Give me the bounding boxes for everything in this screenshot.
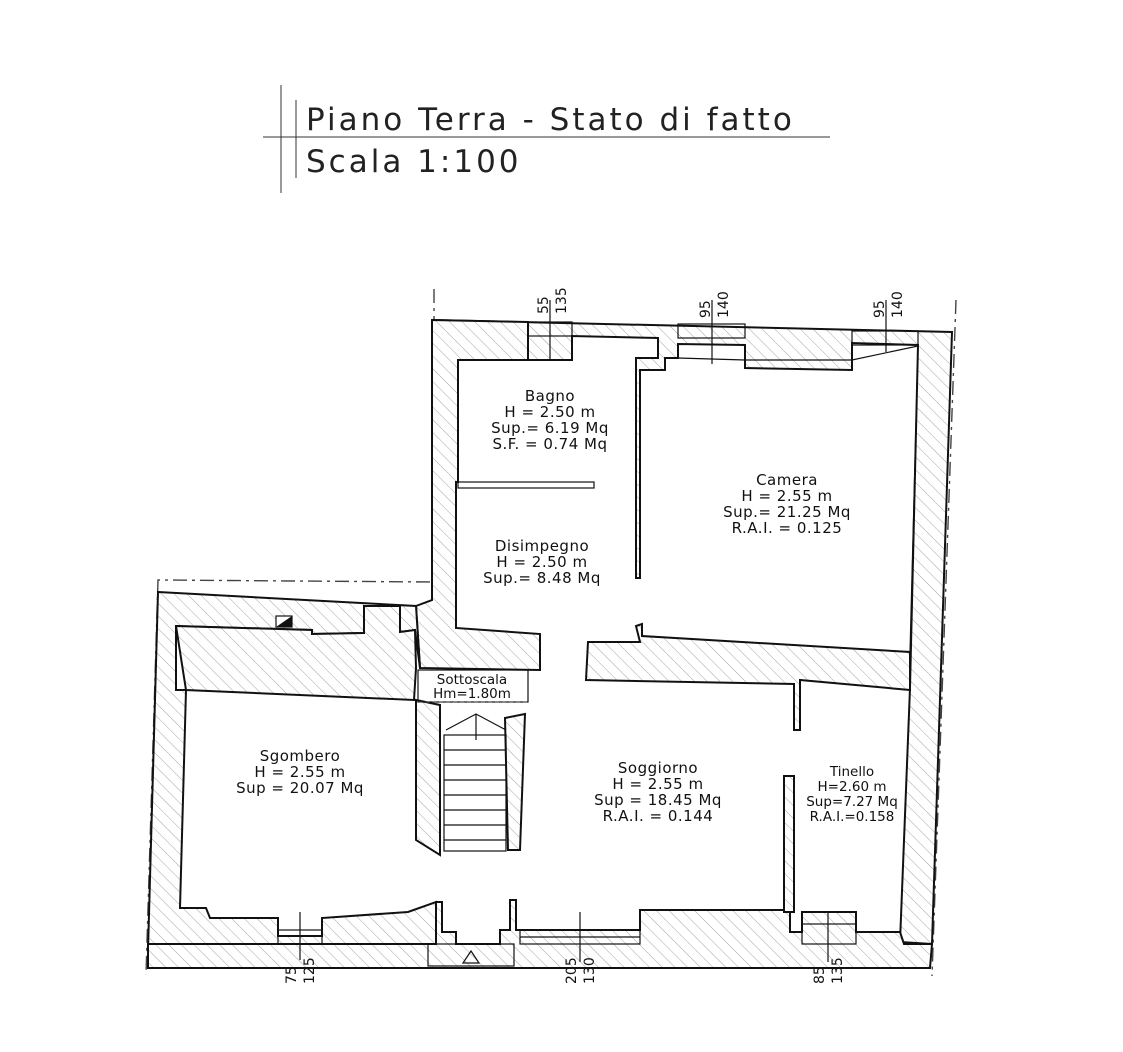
room-name: Tinello bbox=[829, 764, 874, 780]
room-name: Sottoscala bbox=[437, 672, 507, 688]
dim-camera-right-b: 140 bbox=[890, 291, 906, 318]
room-soggiorno-label: Soggiorno H = 2.55 m Sup = 18.45 Mq R.A.… bbox=[594, 759, 722, 825]
room-area: Sup.= 8.48 Mq bbox=[483, 569, 601, 587]
room-bagno-label: Bagno H = 2.50 m Sup.= 6.19 Mq S.F. = 0.… bbox=[491, 387, 609, 453]
dim-camera-left-b: 140 bbox=[716, 291, 732, 318]
room-name: Camera bbox=[756, 471, 818, 489]
dim-sgombero-a: 75 bbox=[284, 966, 300, 984]
dim-tinello-b: 135 bbox=[830, 957, 846, 984]
plan-scale: Scala 1:100 bbox=[306, 144, 522, 180]
room-extra: R.A.I. = 0.125 bbox=[732, 519, 843, 537]
room-height: H = 2.50 m bbox=[504, 403, 595, 421]
outer-walls bbox=[146, 318, 954, 969]
room-area: Sup.= 21.25 Mq bbox=[723, 503, 851, 521]
room-height: H = 2.55 m bbox=[741, 487, 832, 505]
room-area: Sup.= 6.19 Mq bbox=[491, 419, 609, 437]
dim-camera-left-a: 95 bbox=[698, 300, 714, 318]
room-height: H = 2.55 m bbox=[612, 775, 703, 793]
dim-sgombero-b: 125 bbox=[302, 957, 318, 984]
room-height: H = 2.50 m bbox=[496, 553, 587, 571]
room-area: Sup=7.27 Mq bbox=[806, 794, 898, 810]
room-area: Sup = 20.07 Mq bbox=[236, 779, 364, 797]
dim-soggiorno-a: 205 bbox=[564, 957, 580, 984]
room-area: Sup = 18.45 Mq bbox=[594, 791, 722, 809]
room-tinello-label: Tinello H=2.60 m Sup=7.27 Mq R.A.I.=0.15… bbox=[806, 764, 898, 825]
room-sottoscala-label: Sottoscala Hm=1.80m bbox=[433, 672, 511, 702]
room-sgombero-label: Sgombero H = 2.55 m Sup = 20.07 Mq bbox=[236, 747, 364, 797]
dim-tinello-a: 85 bbox=[812, 966, 828, 984]
dim-camera-right-a: 95 bbox=[872, 300, 888, 318]
room-extra: R.A.I.=0.158 bbox=[810, 809, 895, 825]
entrance-arrow-icon bbox=[461, 949, 481, 964]
room-name: Bagno bbox=[525, 387, 575, 405]
room-name: Disimpegno bbox=[495, 537, 589, 555]
room-extra: R.A.I. = 0.144 bbox=[603, 807, 714, 825]
dim-soggiorno-b: 130 bbox=[582, 957, 598, 984]
title-block: Piano Terra - Stato di fatto Scala 1:100 bbox=[263, 85, 830, 193]
room-disimpegno-label: Disimpegno H = 2.50 m Sup.= 8.48 Mq bbox=[483, 537, 601, 587]
plan-title: Piano Terra - Stato di fatto bbox=[306, 102, 795, 138]
staircase bbox=[443, 713, 507, 852]
boiler-icon bbox=[275, 615, 293, 628]
room-height: H=2.60 m bbox=[818, 779, 887, 795]
dimension-marks: 55 135 95 140 95 140 75 125 205 130 85 1… bbox=[284, 287, 906, 984]
room-height: Hm=1.80m bbox=[433, 686, 511, 702]
room-name: Soggiorno bbox=[618, 759, 698, 777]
room-height: H = 2.55 m bbox=[254, 763, 345, 781]
dim-bagno-a: 55 bbox=[536, 296, 552, 314]
room-name: Sgombero bbox=[260, 747, 341, 765]
interior-lines bbox=[275, 321, 919, 967]
room-camera-label: Camera H = 2.55 m Sup.= 21.25 Mq R.A.I. … bbox=[723, 471, 851, 537]
room-extra: S.F. = 0.74 Mq bbox=[492, 435, 607, 453]
dim-bagno-b: 135 bbox=[554, 287, 570, 314]
